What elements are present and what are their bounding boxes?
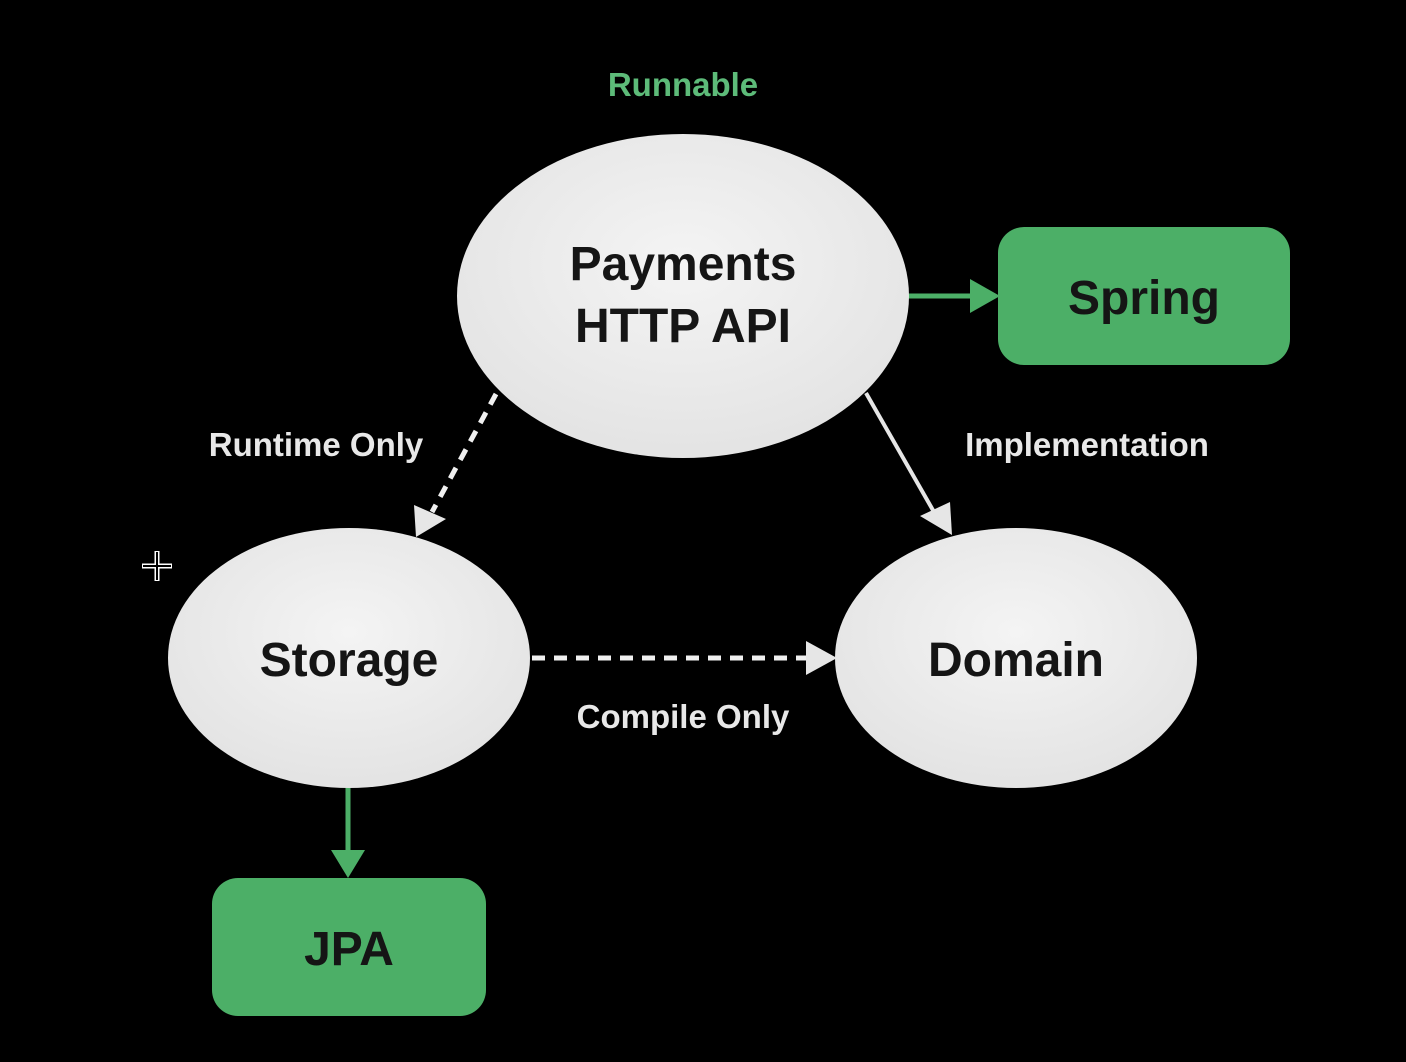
node-payments-line1: Payments <box>570 238 797 291</box>
node-domain-label: Domain <box>928 634 1104 687</box>
arrowhead-icon <box>920 502 952 535</box>
edge-label-implementation: Implementation <box>965 426 1209 463</box>
node-jpa: JPA <box>212 878 486 1016</box>
runnable-label: Runnable <box>608 66 758 103</box>
node-payments-http-api: Payments HTTP API <box>457 134 909 458</box>
node-payments-line2: HTTP API <box>575 300 791 353</box>
arrowhead-icon <box>414 505 446 537</box>
node-storage-label: Storage <box>260 634 439 687</box>
node-storage: Storage <box>168 528 530 788</box>
node-jpa-label: JPA <box>304 923 394 976</box>
node-spring: Spring <box>998 227 1290 365</box>
arrowhead-icon <box>331 850 365 878</box>
edge-payments-to-domain <box>864 392 952 535</box>
edge-payments-to-storage <box>414 392 499 537</box>
crosshair-move-icon <box>142 551 172 581</box>
node-domain: Domain <box>835 528 1197 788</box>
node-spring-label: Spring <box>1068 272 1220 325</box>
edge-label-compile-only: Compile Only <box>577 698 790 735</box>
arrowhead-icon <box>806 641 837 675</box>
edge-storage-to-domain <box>532 641 837 675</box>
edge-payments-to-spring <box>908 279 1000 313</box>
edge-storage-to-jpa <box>331 786 365 878</box>
edge-label-runtime-only: Runtime Only <box>209 426 424 463</box>
arrowhead-icon <box>970 279 1000 313</box>
